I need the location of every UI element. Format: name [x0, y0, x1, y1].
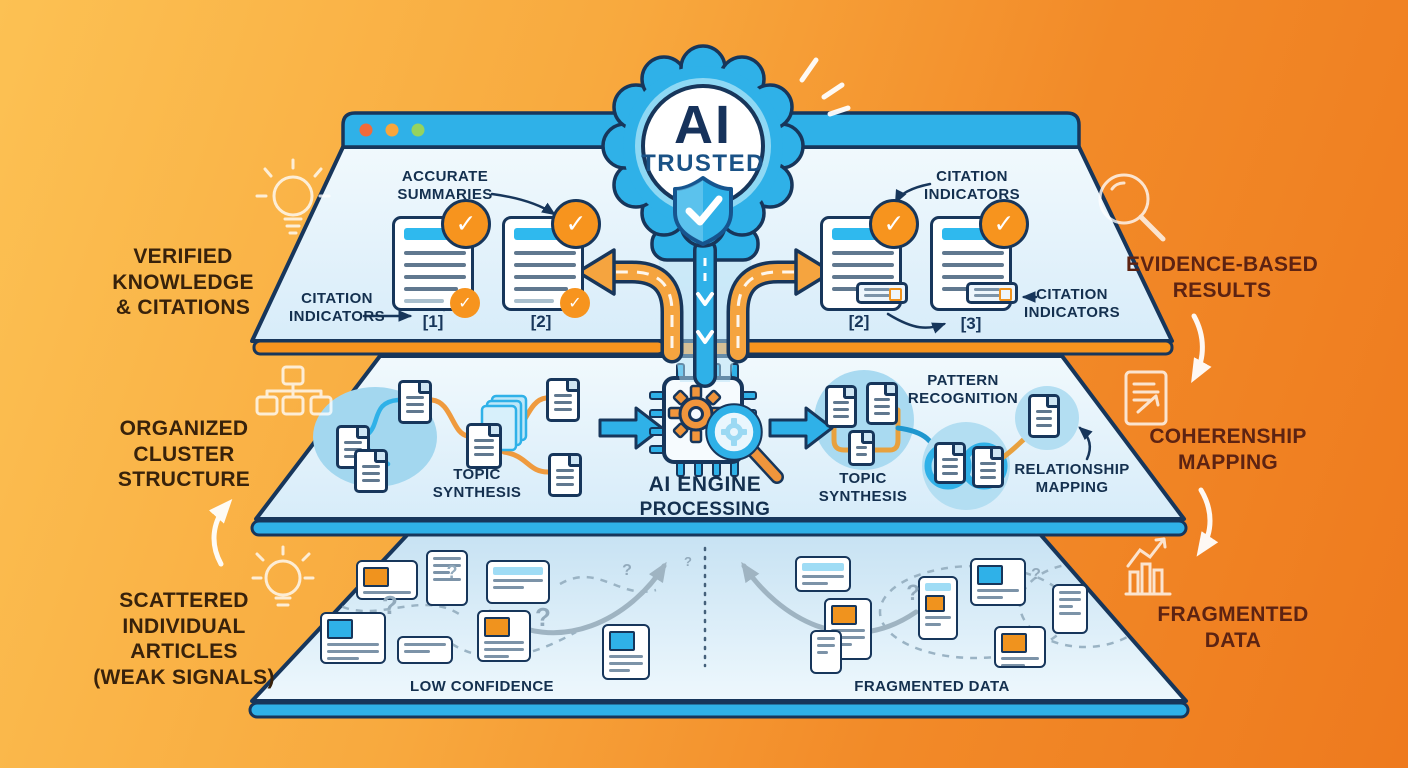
mini-document — [546, 378, 580, 422]
mini-document — [848, 430, 875, 466]
citation-ref-1: [1] — [422, 312, 444, 331]
label-fragmented-data: FRAGMENTED DATA — [1157, 603, 1309, 652]
label-ai-engine-processing: AI ENGINE PROCESSING — [639, 473, 771, 520]
up-arrow-left — [208, 498, 233, 567]
label-citation-indicators-left: CITATION INDICATORS — [289, 290, 385, 326]
mini-document — [548, 453, 582, 497]
label-fragmented-data-inner: FRAGMENTED DATA — [854, 678, 1010, 695]
citation-chip — [966, 282, 1018, 304]
check-badge-icon: ✓ — [869, 199, 919, 249]
check-mini-icon: ✓ — [450, 288, 480, 318]
article-card — [970, 558, 1026, 606]
label-organized-cluster: ORGANIZED CLUSTER STRUCTURE — [117, 417, 251, 492]
article-card — [602, 624, 650, 680]
orange-branch-arrows — [576, 248, 834, 364]
label-scattered-articles: SCATTERED INDIVIDUAL ARTICLES (WEAK SIGN… — [93, 589, 275, 689]
article-card — [426, 550, 468, 606]
check-mini-icon: ✓ — [560, 288, 590, 318]
article-card — [795, 556, 851, 592]
label-coherenship-mapping: COHERENSHIP MAPPING — [1149, 425, 1307, 474]
sitemap-icon — [255, 365, 333, 416]
article-card — [918, 576, 958, 640]
mini-document — [398, 380, 432, 424]
window-dot-orange — [385, 123, 399, 137]
article-card — [1052, 584, 1088, 634]
label-low-confidence: LOW CONFIDENCE — [410, 678, 554, 695]
question-mark: ? — [906, 580, 920, 605]
down-arrow-right-bottom — [1196, 487, 1219, 557]
question-mark: ? — [446, 562, 458, 582]
check-badge-icon: ✓ — [551, 199, 601, 249]
question-mark: ? — [684, 554, 692, 569]
verified-document: ✓ ✓ — [392, 199, 491, 318]
lightbulb-icon — [251, 545, 315, 607]
bottom-layer-edge — [248, 701, 1190, 719]
doc-title-bar — [514, 228, 562, 240]
window-dot-red — [359, 123, 373, 137]
bar-chart-icon — [1124, 537, 1172, 596]
badge-title: AI — [674, 95, 732, 155]
article-card — [477, 610, 531, 662]
label-verified-knowledge: VERIFIED KNOWLEDGE & CITATIONS — [112, 245, 254, 320]
badge-subtitle: TRUSTED — [641, 150, 765, 177]
down-arrow-right-top — [1191, 313, 1212, 383]
citation-ref-2: [2] — [530, 312, 552, 331]
mini-document — [1028, 394, 1060, 438]
article-card — [397, 636, 453, 664]
article-card — [320, 612, 386, 664]
article-card — [486, 560, 550, 604]
check-badge-icon: ✓ — [441, 199, 491, 249]
article-card — [356, 560, 418, 600]
mini-document — [825, 385, 857, 428]
middle-layer-edge — [250, 519, 1188, 537]
verified-document: ✓ ✓ — [502, 199, 601, 318]
window-dot-green — [411, 123, 425, 137]
doc-title-bar — [942, 228, 990, 240]
verified-document: ✓ — [930, 199, 1029, 311]
check-badge-icon: ✓ — [979, 199, 1029, 249]
flow-arrow-out-of-engine — [768, 406, 834, 450]
citation-ref-3: [2] — [848, 312, 870, 331]
label-citation-indicators-top-right: CITATION INDICATORS — [924, 168, 1020, 204]
blue-down-pipe — [693, 238, 717, 388]
mini-document — [972, 446, 1004, 488]
label-topic-synthesis-right: TOPIC SYNTHESIS — [818, 470, 908, 506]
label-accurate-summaries: ACCURATE SUMMARIES — [397, 168, 493, 204]
verified-document: ✓ — [820, 199, 919, 311]
question-mark: ? — [535, 602, 551, 632]
shield-check-icon — [673, 176, 733, 246]
label-evidence-based: EVIDENCE-BASED RESULTS — [1125, 253, 1319, 302]
article-card — [810, 630, 842, 674]
mini-document — [354, 449, 388, 493]
top-layer-edge-right — [740, 339, 1174, 356]
mini-document — [466, 423, 502, 469]
doc-title-bar — [404, 228, 452, 240]
question-mark: ? — [1031, 566, 1041, 583]
label-topic-synthesis-left: TOPIC SYNTHESIS — [432, 466, 522, 502]
ai-trusted-badge — [601, 44, 805, 248]
sparkle-icon — [799, 57, 851, 117]
label-relationship-mapping: RELATIONSHIP MAPPING — [1014, 461, 1130, 497]
mini-document — [866, 382, 898, 425]
flow-arrow-into-engine — [598, 406, 664, 450]
lightbulb-icon — [255, 158, 331, 235]
label-citation-indicators-right: CITATION INDICATORS — [1024, 286, 1120, 322]
relationship-pointer-arrow — [1078, 426, 1093, 461]
converge-arrow-right — [741, 561, 919, 636]
doc-title-bar — [832, 228, 880, 240]
citation-ref-4: [3] — [960, 314, 982, 333]
label-pattern-recognition: PATTERN RECOGNITION — [907, 372, 1019, 408]
article-card — [994, 626, 1046, 668]
document-icon — [1124, 370, 1168, 426]
magnifier-icon — [1098, 173, 1166, 242]
question-mark: ? — [622, 562, 632, 579]
question-mark: ? — [382, 590, 398, 620]
citation-chip — [856, 282, 908, 304]
mini-document — [934, 442, 966, 484]
top-layer-edge-left — [252, 339, 666, 356]
magnifier-gear-icon — [705, 403, 784, 484]
